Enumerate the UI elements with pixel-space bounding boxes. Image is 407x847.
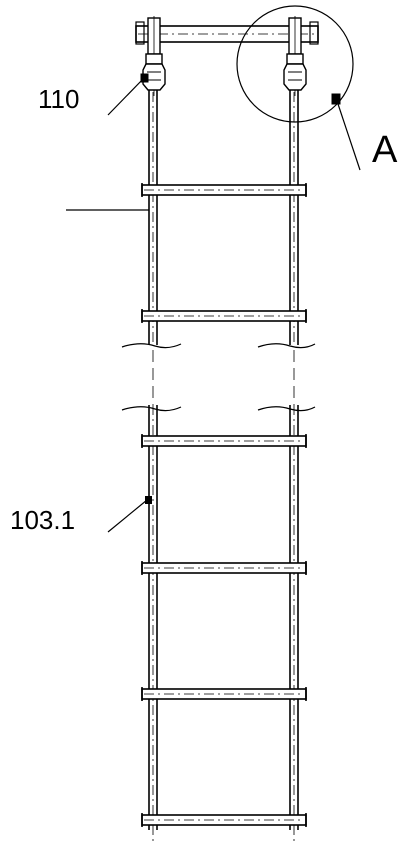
leader-lines: [66, 77, 149, 533]
label-detail-a: A: [372, 129, 398, 171]
rung-2: [141, 309, 307, 323]
label-110: 110: [38, 84, 79, 114]
left-top-clamp: [140, 16, 166, 96]
rung-5: [141, 687, 307, 701]
detail-circle-a: [236, 5, 361, 171]
label-103-1: 103.1: [10, 505, 75, 535]
left-stile: [148, 90, 158, 842]
top-crossbar: [135, 21, 319, 45]
rung-4: [141, 561, 307, 575]
break-marks: [121, 343, 316, 412]
rung-3: [141, 434, 307, 448]
part-103-1-marker: [145, 496, 152, 504]
rung-6: [141, 813, 307, 827]
right-stile: [289, 90, 299, 842]
right-top-clamp: [283, 16, 307, 96]
rung-1: [141, 183, 307, 197]
